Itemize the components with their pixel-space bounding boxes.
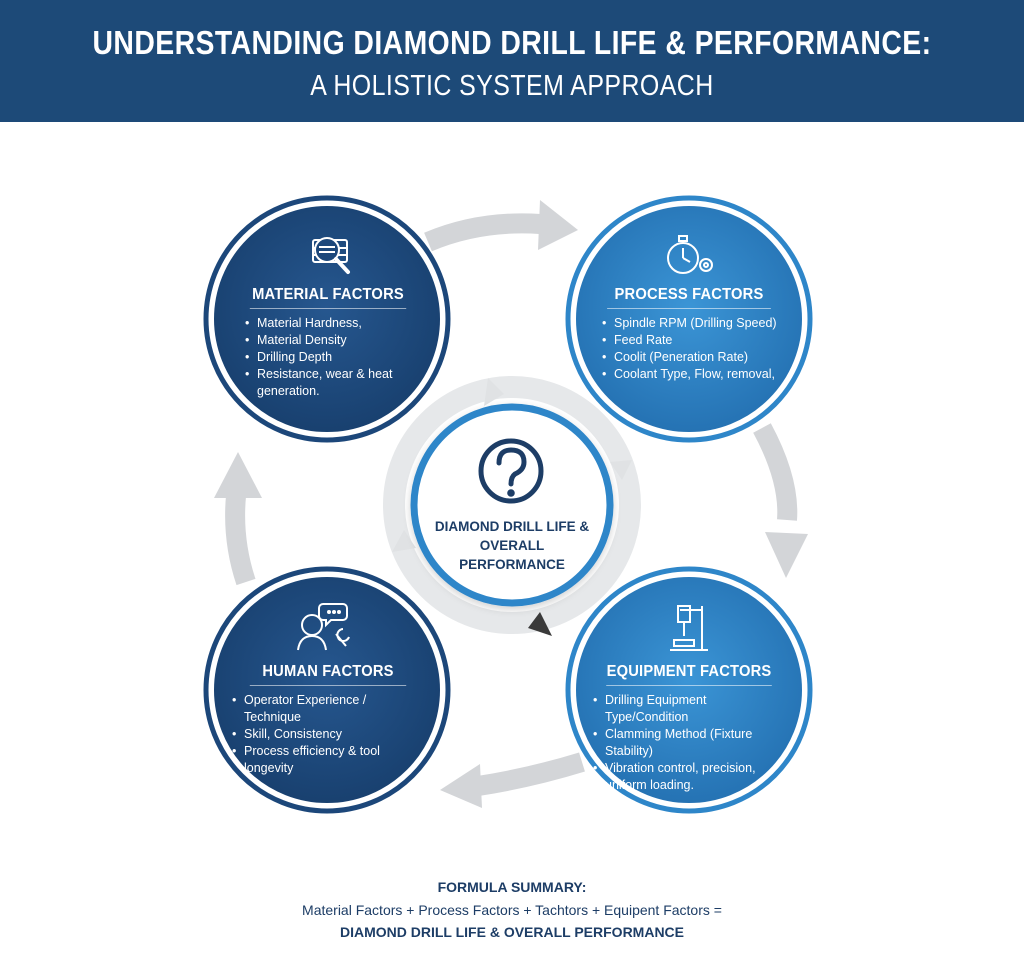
list-item: Spindle RPM (Drilling Speed) (600, 315, 778, 332)
formula-title: FORMULA SUMMARY: (437, 879, 587, 895)
stopwatch-gear-icon (667, 235, 713, 274)
inner-cycle-ring (383, 376, 641, 636)
equipment-factors-list: Drilling Equipment Type/Condition Clammi… (591, 692, 787, 794)
list-item: Material Hardness, (243, 315, 413, 332)
material-factors-content: MATERIAL FACTORS Material Hardness, Mate… (243, 286, 413, 400)
material-factors-title: MATERIAL FACTORS (249, 286, 407, 309)
cycle-arrows (225, 213, 798, 796)
page-subtitle: A HOLISTIC SYSTEM APPROACH (310, 70, 714, 102)
list-item: Coolit (Peneration Rate) (600, 349, 778, 366)
list-item: Operator Experience / Technique (230, 692, 426, 726)
arrow-equipment-to-human (476, 752, 585, 796)
arrow-material-to-process (424, 213, 541, 252)
center-label: DIAMOND DRILL LIFE & OVERALL PERFORMANCE (434, 519, 590, 572)
cycle-arrowheads (214, 200, 808, 808)
list-item: Clamming Method (Fixture Stability) (591, 726, 787, 760)
list-item: Coolant Type, Flow, removal, (600, 366, 778, 383)
process-factors-title: PROCESS FACTORS (607, 286, 771, 309)
list-item: Resistance, wear & heat generation. (243, 366, 413, 400)
arrow-human-to-material (225, 495, 256, 586)
list-item: Process efficiency & tool longevity (230, 743, 426, 777)
arrowhead-3 (440, 764, 482, 808)
list-item: Vibration control, precision, uniform lo… (591, 760, 787, 794)
operator-wrench-icon (297, 603, 350, 651)
material-factors-list: Material Hardness, Material Density Dril… (243, 315, 413, 400)
human-factors-title: HUMAN FACTORS (249, 663, 407, 686)
arrowhead-2 (765, 532, 808, 578)
center-node (410, 403, 614, 607)
human-factors-list: Operator Experience / Technique Skill, C… (230, 692, 426, 777)
list-item: Drilling Equipment Type/Condition (591, 692, 787, 726)
formula-equation: Material Factors + Process Factors + Tac… (302, 902, 722, 918)
equipment-factors-content: EQUIPMENT FACTORS Drilling Equipment Typ… (591, 663, 787, 794)
material-inspection-icon (312, 237, 350, 274)
process-factors-content: PROCESS FACTORS Spindle RPM (Drilling Sp… (600, 286, 778, 383)
list-item: Drilling Depth (243, 349, 413, 366)
arrow-process-to-equipment (753, 423, 798, 521)
list-item: Skill, Consistency (230, 726, 426, 743)
arrowhead-1 (538, 200, 578, 250)
drill-press-icon (670, 605, 708, 651)
human-factors-content: HUMAN FACTORS Operator Experience / Tech… (230, 663, 426, 777)
page-title: UNDERSTANDING DIAMOND DRILL LIFE & PERFO… (92, 24, 932, 61)
formula-result: DIAMOND DRILL LIFE & OVERALL PERFORMANCE (339, 924, 685, 940)
list-item: Material Density (243, 332, 413, 349)
process-factors-list: Spindle RPM (Drilling Speed) Feed Rate C… (600, 315, 778, 383)
equipment-factors-title: EQUIPMENT FACTORS (606, 663, 772, 686)
list-item: Feed Rate (600, 332, 778, 349)
arrowhead-4 (214, 452, 262, 498)
question-mark-icon (478, 438, 544, 504)
header-banner: UNDERSTANDING DIAMOND DRILL LIFE & PERFO… (0, 0, 1024, 122)
